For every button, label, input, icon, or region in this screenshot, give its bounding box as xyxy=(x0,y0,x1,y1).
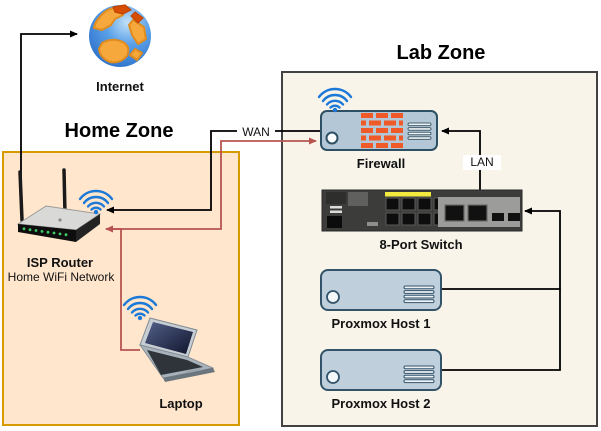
internet-label: Internet xyxy=(96,79,144,94)
server-icon-proxmox1 xyxy=(320,269,442,311)
wan-edge-label: WAN xyxy=(237,125,275,140)
router-label: ISP Router xyxy=(26,255,94,270)
connector-router-to-internet xyxy=(20,30,78,180)
connector-proxmox1-to-switch xyxy=(442,207,561,290)
laptop-label: Laptop xyxy=(159,396,203,411)
router-sublabel: Home WiFi Network xyxy=(7,270,115,284)
connector-firewall-to-router-wan xyxy=(106,130,320,214)
wifi-icon-firewall xyxy=(317,87,353,113)
wifi-icon-laptop xyxy=(122,295,158,321)
wifi-icon-router xyxy=(78,189,114,215)
router-icon xyxy=(16,168,102,242)
proxmox1-label: Proxmox Host 1 xyxy=(331,316,431,331)
home-zone-title: Home Zone xyxy=(64,120,174,142)
lab-zone-title: Lab Zone xyxy=(396,42,486,64)
server-icon-proxmox2 xyxy=(320,349,442,391)
internet-globe-icon xyxy=(89,4,151,67)
firewall-label: Firewall xyxy=(356,156,406,171)
switch-label: 8-Port Switch xyxy=(379,237,463,252)
lan-edge-label: LAN xyxy=(463,155,501,170)
proxmox2-label: Proxmox Host 2 xyxy=(331,396,431,411)
firewall-icon xyxy=(320,110,438,151)
connector-switch-to-firewall-lan xyxy=(441,127,481,190)
connector-router-to-firewall-wireless xyxy=(106,137,317,230)
switch-icon xyxy=(321,189,523,232)
connector-proxmox2-to-switch xyxy=(442,289,561,371)
laptop-icon xyxy=(139,317,215,382)
